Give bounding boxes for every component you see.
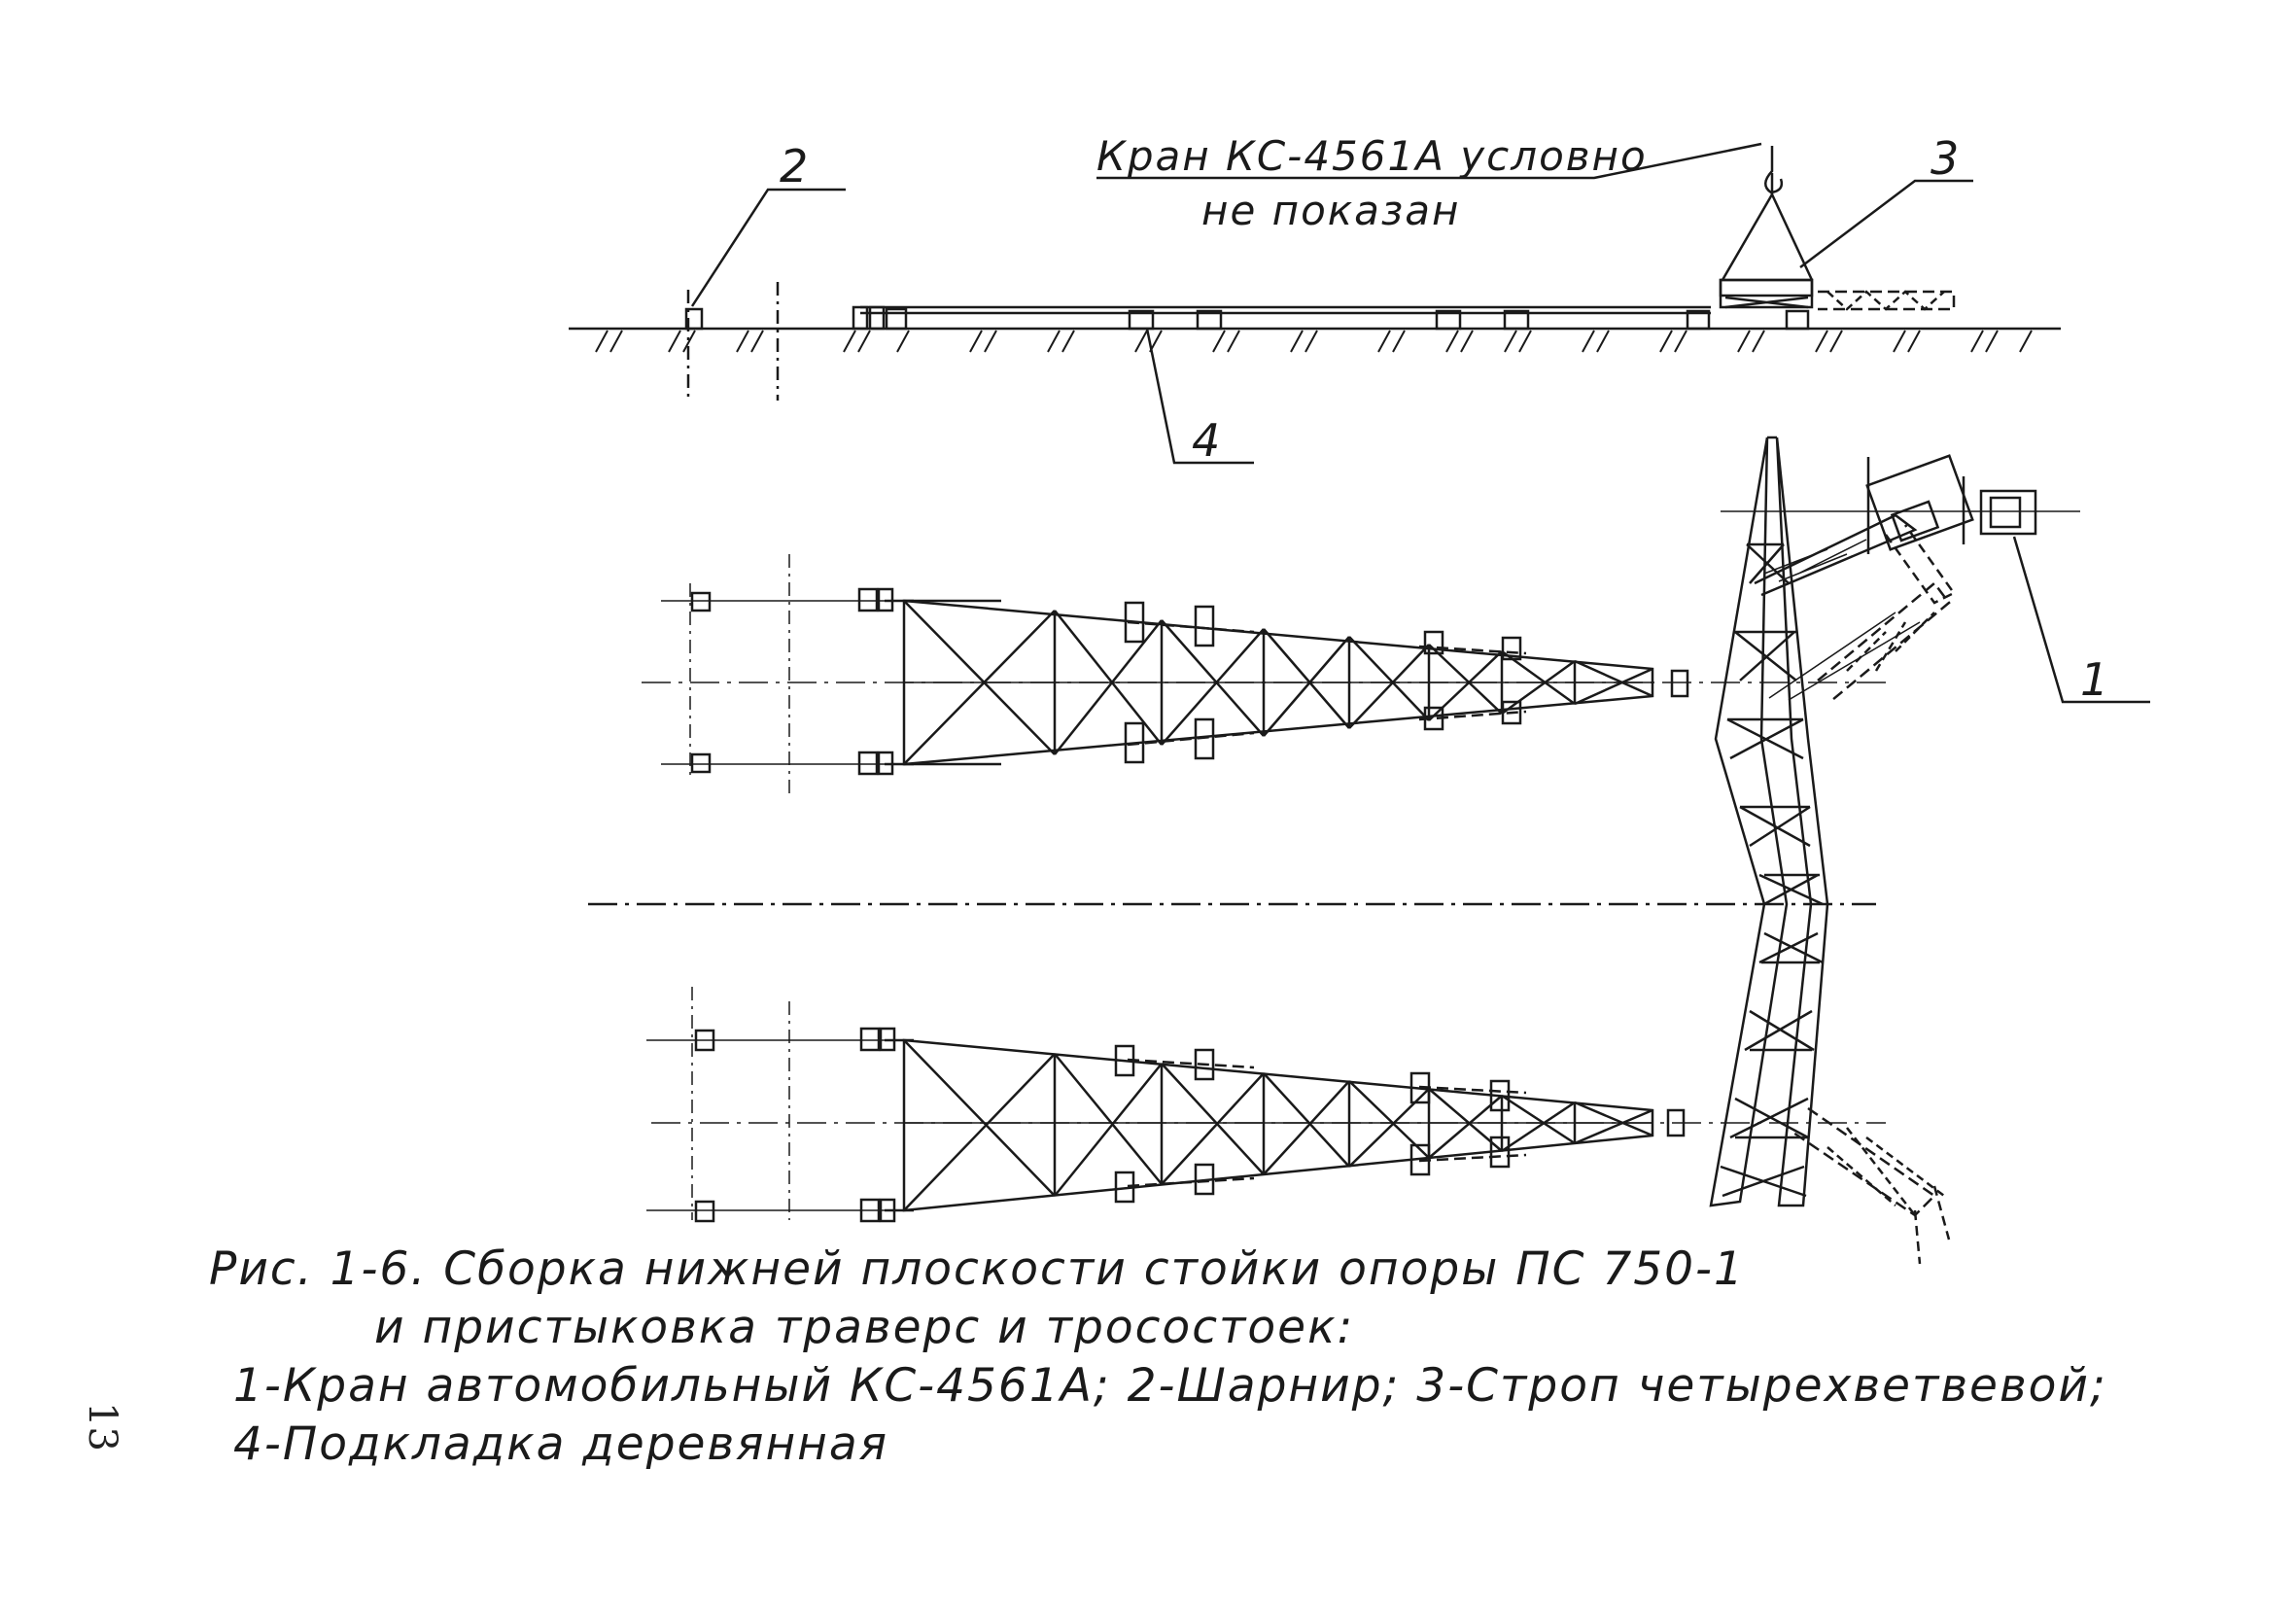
callout-leader-4	[1145, 328, 1254, 465]
upper-traverse-truss	[642, 554, 1886, 797]
crane-note-line2: не показан	[1201, 187, 1461, 234]
truck-crane	[1721, 454, 2080, 605]
cable-strut-lower	[1792, 1106, 1951, 1265]
caption-line2: и пристыковка траверс и тросостоек:	[374, 1301, 1355, 1354]
callout-number-4: 4	[1192, 414, 1221, 467]
callout-number-2: 2	[780, 140, 809, 192]
plan-view	[588, 436, 2150, 1265]
callout-leader-3	[1799, 179, 1973, 268]
page-number: 13	[80, 1402, 124, 1451]
lower-traverse-pads	[694, 1027, 1686, 1223]
caption-line1: Рис. 1-6. Сборка нижней плоскости стойки…	[209, 1242, 1745, 1296]
column-lattice	[1709, 436, 1829, 1207]
crane-hook-icon	[1764, 146, 1784, 194]
crane-note-line1: Кран КС-4561А условно	[1096, 132, 1648, 180]
callout-leader-2	[690, 188, 846, 307]
wooden-pads	[852, 305, 1810, 331]
lower-traverse-truss	[646, 987, 1886, 1220]
upper-traverse-pads	[690, 587, 1689, 776]
elevation-view	[569, 142, 2061, 465]
callout-number-1: 1	[2080, 653, 2109, 706]
callout-leader-1	[2012, 536, 2150, 704]
hinge-pad	[684, 307, 704, 331]
crane-cab	[1865, 454, 1974, 551]
cable-strut-upper	[1754, 513, 1951, 701]
ground-hatching	[595, 330, 2033, 353]
callout-number-3: 3	[1931, 132, 1960, 185]
four-leg-sling	[1721, 146, 1814, 281]
crane-note-leader	[1096, 142, 1762, 180]
caption-line3: 1-Кран автомобильный КС-4561А; 2-Шарнир;…	[233, 1359, 2107, 1413]
suspended-traverse	[1719, 278, 1956, 311]
caption-line4: 4-Подкладка деревянная	[233, 1417, 888, 1471]
